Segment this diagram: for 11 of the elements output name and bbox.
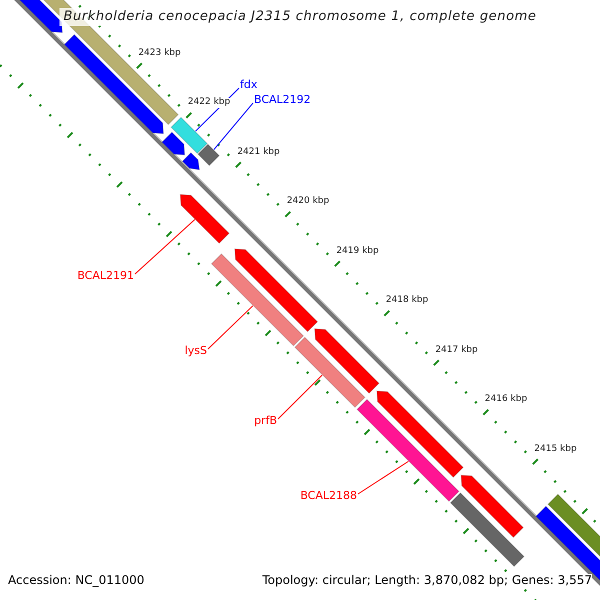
scale-label: 2418 kbp (386, 296, 428, 306)
scale-label: 2417 kbp (435, 346, 478, 356)
scale-label: 2421 kbp (237, 148, 280, 158)
scale-label: 2416 kbp (484, 395, 528, 406)
genome-info-text: Topology: circular; Length: 3,870,082 bp; Genes: 3,557 (262, 574, 592, 588)
accession-text: Accession: NC_011000 (8, 574, 144, 588)
scale-label: 2415 kbp (534, 444, 577, 455)
scale-label: 2422 kbp (188, 98, 230, 108)
scale-label: 2419 kbp (336, 246, 379, 257)
scale-label: 2423 kbp (138, 48, 181, 59)
scale-label: 2420 kbp (286, 197, 330, 208)
